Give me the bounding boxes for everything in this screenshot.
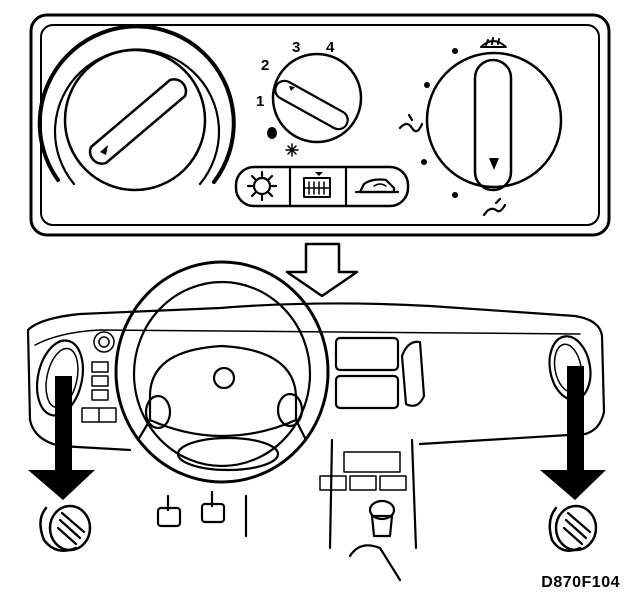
left-switch-cluster (81, 331, 117, 423)
distribution-scale (398, 37, 507, 217)
dashboard-illustration (26, 260, 606, 582)
rear-defrost-button[interactable] (303, 172, 331, 198)
climate-control-panel: 1 2 3 4 (29, 13, 611, 237)
down-arrow-icon (285, 242, 359, 298)
left-airflow-arrow-icon (28, 376, 95, 500)
fan-speed-3: 3 (292, 39, 300, 56)
recirculation-button[interactable] (354, 178, 400, 194)
air-distribution-knob[interactable] (425, 51, 563, 192)
scale-dot (452, 192, 458, 198)
fan-speed-knob[interactable] (271, 52, 363, 144)
ac-button[interactable] (246, 170, 278, 202)
right-airflow-arrow-icon (540, 366, 606, 500)
rear-window-defrost-icon (303, 172, 331, 198)
fan-speed-scale: 1 2 3 4 (256, 39, 335, 157)
fan-pointer-icon (289, 86, 295, 91)
scale-dot (452, 48, 458, 54)
recirculation-icon (354, 178, 400, 194)
steering-wheel (114, 260, 330, 484)
fan-speed-1: 1 (256, 93, 264, 110)
fan-speed-4: 4 (326, 39, 335, 56)
windscreen-defrost-icon (480, 37, 507, 48)
snowflake-icon (246, 170, 278, 202)
floor-vent-icon (482, 197, 507, 217)
left-outlet-detail[interactable] (39, 504, 92, 552)
distribution-pointer-icon (489, 158, 499, 170)
fan-off-snowflake-icon (285, 143, 299, 157)
figure-code: D870F104 (541, 574, 620, 591)
button-strip (234, 165, 410, 208)
pedals (156, 490, 248, 538)
temperature-knob[interactable] (37, 24, 236, 192)
fan-off-dot-icon (267, 127, 277, 139)
temperature-pointer-icon (100, 145, 108, 155)
scale-dot (424, 82, 430, 88)
center-console (319, 336, 426, 582)
right-outlet-detail[interactable] (548, 504, 598, 552)
face-vent-icon (398, 113, 424, 133)
scale-dot (421, 159, 427, 165)
fan-speed-2: 2 (261, 57, 269, 74)
